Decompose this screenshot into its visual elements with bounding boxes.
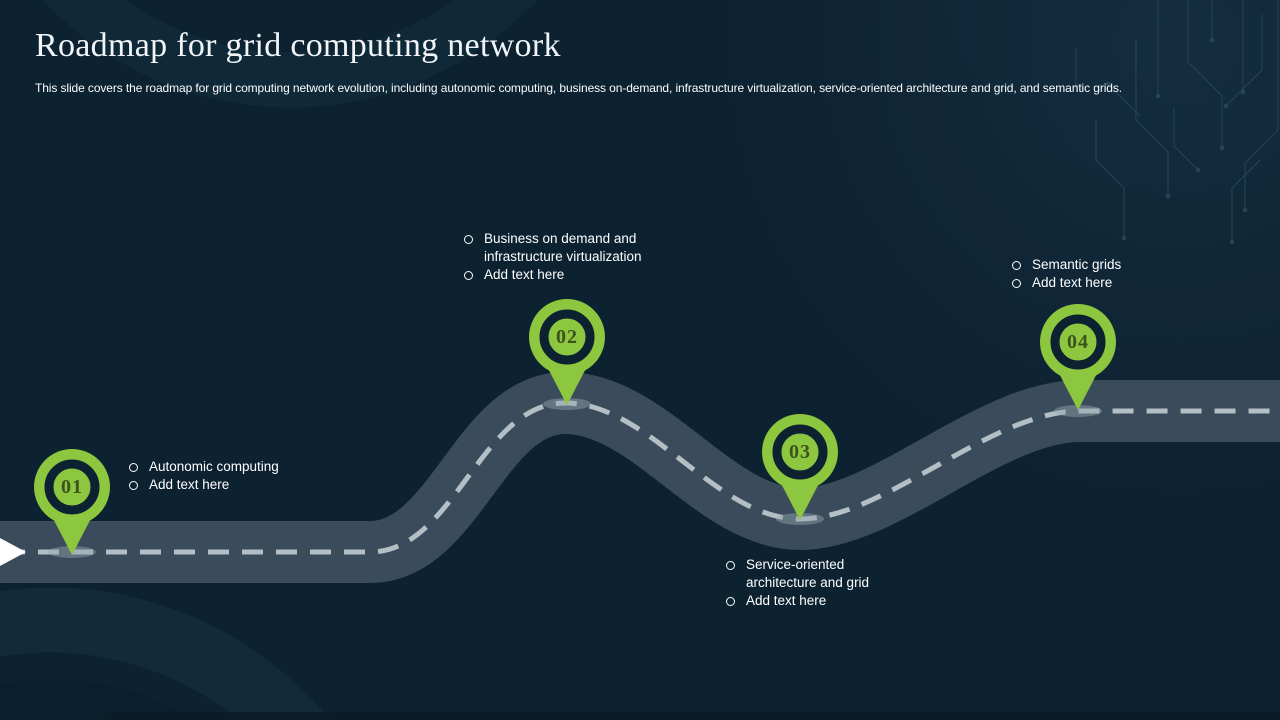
bullet-circle-icon [464,271,473,280]
list-item: Add text here [1012,274,1192,292]
circuit-decoration-icon [1073,0,1279,245]
pin-number: 02 [556,326,578,348]
bottom-edge-strip [100,712,1280,720]
list-item: Semantic grids [1012,256,1192,274]
bullet-circle-icon [726,597,735,606]
bullet-circle-icon [1012,279,1021,288]
milestone-01-callout: Autonomic computing Add text here [129,458,329,494]
decor-arcs-top [43,0,1280,200]
milestone-pin-04: 04 [1038,302,1118,412]
page-subtitle: This slide covers the roadmap for grid c… [35,81,1122,95]
bullet-circle-icon [129,481,138,490]
decor-rings-bottom-left [0,587,331,720]
list-item: Business on demand and infrastructure vi… [464,230,660,266]
pin-number: 01 [61,476,83,498]
milestone-item-text: Service-oriented architecture and grid [746,557,870,590]
milestone-04-callout: Semantic grids Add text here [1012,256,1192,292]
pin-number: 03 [789,441,811,463]
milestone-item-text: Add text here [484,267,565,282]
map-pin-icon [762,414,838,520]
bullet-circle-icon [464,235,473,244]
list-item: Autonomic computing [129,458,329,476]
map-pin-icon [529,299,605,405]
start-arrow-icon [0,538,26,566]
bullet-circle-icon [726,561,735,570]
milestone-pin-03: 03 [760,412,840,522]
header: Roadmap for grid computing network This … [35,26,1245,96]
map-pin-icon [1040,304,1116,410]
road-dashed-line [0,400,1280,555]
list-item: Add text here [464,266,660,284]
milestone-02-callout: Business on demand and infrastructure vi… [464,230,660,284]
page-title: Roadmap for grid computing network [35,27,561,64]
milestone-item-text: Add text here [149,477,230,492]
pin-tip-shadows [48,398,1102,558]
milestone-item-text: Business on demand and infrastructure vi… [484,231,642,264]
milestone-item-text: Semantic grids [1032,257,1122,272]
list-item: Service-oriented architecture and grid [726,556,898,592]
bullet-circle-icon [1012,261,1021,270]
list-item: Add text here [726,592,898,610]
milestone-pin-01: 01 [32,447,112,557]
milestone-item-text: Autonomic computing [149,459,279,474]
bullet-circle-icon [129,463,138,472]
milestone-03-callout: Service-oriented architecture and grid A… [726,556,898,610]
milestone-pin-02: 02 [527,297,607,407]
pin-number: 04 [1067,331,1089,353]
map-pin-icon [34,449,110,555]
milestone-item-text: Add text here [746,593,827,608]
list-item: Add text here [129,476,329,494]
milestone-item-text: Add text here [1032,275,1113,290]
